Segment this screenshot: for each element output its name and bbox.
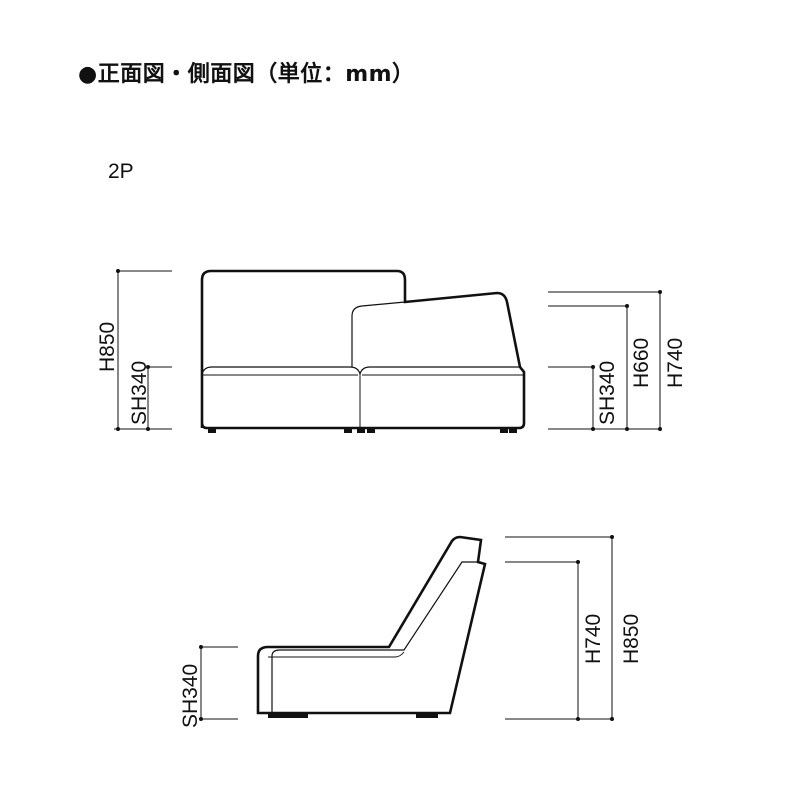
- side-h740-label: H740: [582, 614, 605, 664]
- side-sh340-label: SH340: [179, 664, 202, 728]
- side-dimension-lines: [200, 536, 614, 720]
- front-h660-label: H660: [630, 338, 653, 388]
- side-view-sofa: [256, 535, 487, 718]
- front-sh340-right-label: SH340: [596, 361, 619, 425]
- front-view-sofa: [200, 269, 526, 433]
- side-h850-label: H850: [620, 614, 643, 664]
- front-sh340-left-label: SH340: [128, 361, 151, 425]
- front-h850-label: H850: [96, 322, 119, 372]
- side-feet: [268, 713, 438, 718]
- model-label: 2P: [108, 160, 134, 183]
- page-title: ●正面図・側面図（単位：mm）: [78, 62, 415, 87]
- front-h740-label: H740: [664, 338, 687, 388]
- feet: [208, 428, 517, 433]
- front-dimension-lines: [114, 270, 662, 430]
